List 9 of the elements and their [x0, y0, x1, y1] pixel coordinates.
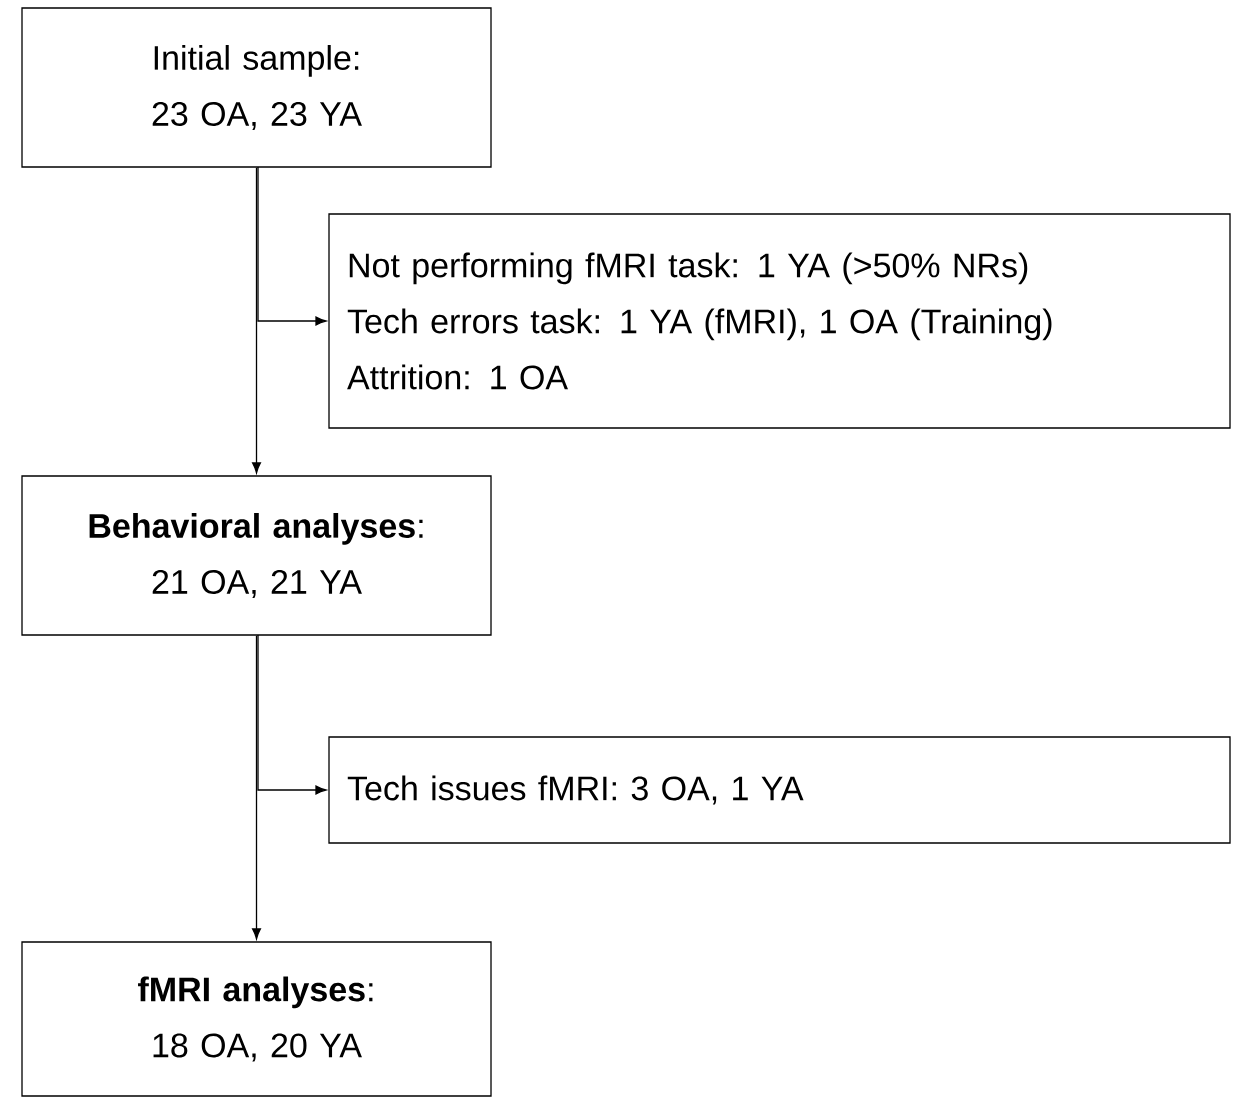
process-box: Tech issues fMRI: 3 OA, 1 YA	[328, 736, 1231, 844]
arrow	[252, 167, 261, 474]
process-box: Initial sample: 23 OA, 23 YA	[21, 7, 492, 168]
arrow	[257, 166, 327, 326]
process-box: Behavioral analyses: 21 OA, 21 YA	[21, 475, 492, 636]
arrow	[257, 634, 327, 795]
arrow	[252, 635, 261, 940]
process-box: Not performing fMRI task: 1 YA (>50% NRs) Tech errors task: 1 YA (fMRI), 1 OA (Training) Attrition: 1 OA	[328, 213, 1231, 429]
process-box: fMRI analyses: 18 OA, 20 YA	[21, 941, 492, 1097]
